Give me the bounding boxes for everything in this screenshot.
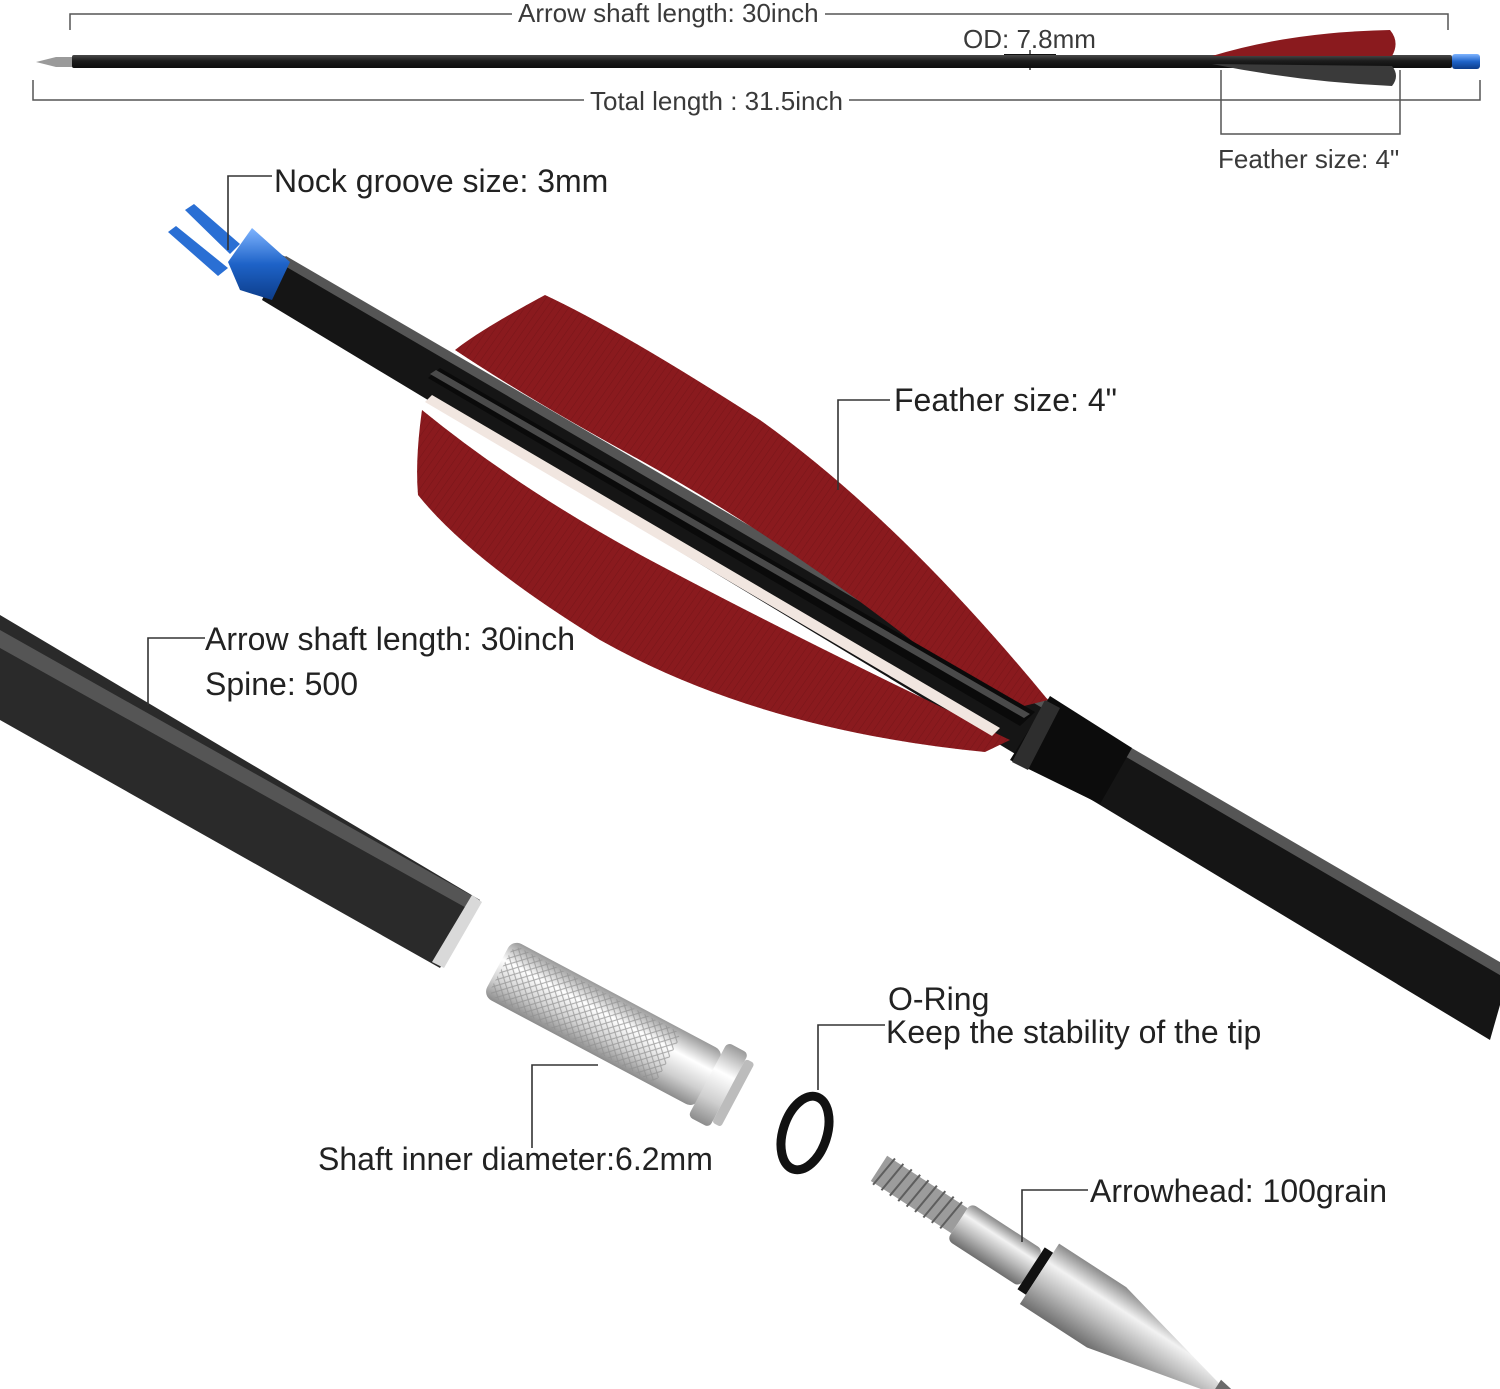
spine-label: Spine: 500 [205,666,359,702]
o-ring-leader [817,1024,885,1090]
insert [486,942,754,1126]
feather-upper-texture [455,295,1048,712]
overview-feather-red [1212,30,1396,56]
nock-prong-bottom [168,226,228,276]
insert-collar [689,1043,747,1126]
inner-diameter-leader [531,1064,598,1148]
insert-knurl [490,947,680,1081]
arrowhead-oring-groove [1017,1247,1054,1295]
overview-point [36,57,72,67]
nock-prong-top [185,204,240,254]
shaft-collar-edge [1012,700,1060,770]
arrowhead-thread-lines [872,1157,963,1230]
arrowhead-label: Arrowhead: 100grain [1090,1173,1388,1209]
overview-total-length-label: Total length : 31.5inch [584,88,849,114]
feather-black-edge [430,370,1030,718]
feather-leader [837,399,890,490]
feather-lower-texture [417,410,1011,752]
overview-shaft [72,55,1452,68]
o-ring-description: Keep the stability of the tip [886,1014,1262,1050]
bare-shaft-end [432,895,482,968]
nock-label: Nock groove size: 3mm [274,163,609,199]
bare-shaft [0,615,482,968]
leader-lines [147,175,1088,1242]
feather-label: Feather size: 4" [894,382,1118,418]
nock-leader [227,175,272,250]
feather-size-bracket [1220,70,1401,135]
arrowhead-tip [1210,1379,1266,1389]
o-ring [776,1091,834,1175]
nock [168,204,290,300]
overview-shaft-length-label: Arrow shaft length: 30inch [512,0,825,26]
arrowhead-thread [870,1155,968,1234]
o-ring-title: O-Ring [888,981,990,1017]
arrowhead-leader [1021,1189,1088,1242]
arrowhead-body [1019,1243,1219,1389]
fletched-shaft [168,204,1500,1040]
overview-nock [1452,54,1480,69]
overview-diagram [32,13,1481,135]
nock-body [228,228,290,300]
feather-quill [425,395,1000,736]
bare-shaft-highlight [0,630,476,910]
insert-collar-lip [713,1059,754,1126]
arrowhead [870,1155,1266,1389]
overview-feather-dark [1212,64,1396,86]
inner-diameter-label: Shaft inner diameter:6.2mm [318,1141,713,1177]
overview-od-label: OD: 7.8mm [963,24,1096,54]
arrowhead-neck [949,1205,1041,1285]
shaft-length-label: Arrow shaft length: 30inch [205,621,575,657]
shaft-length-leader [147,637,205,705]
overview-feather-size-label: Feather size: 4" [1218,144,1400,174]
